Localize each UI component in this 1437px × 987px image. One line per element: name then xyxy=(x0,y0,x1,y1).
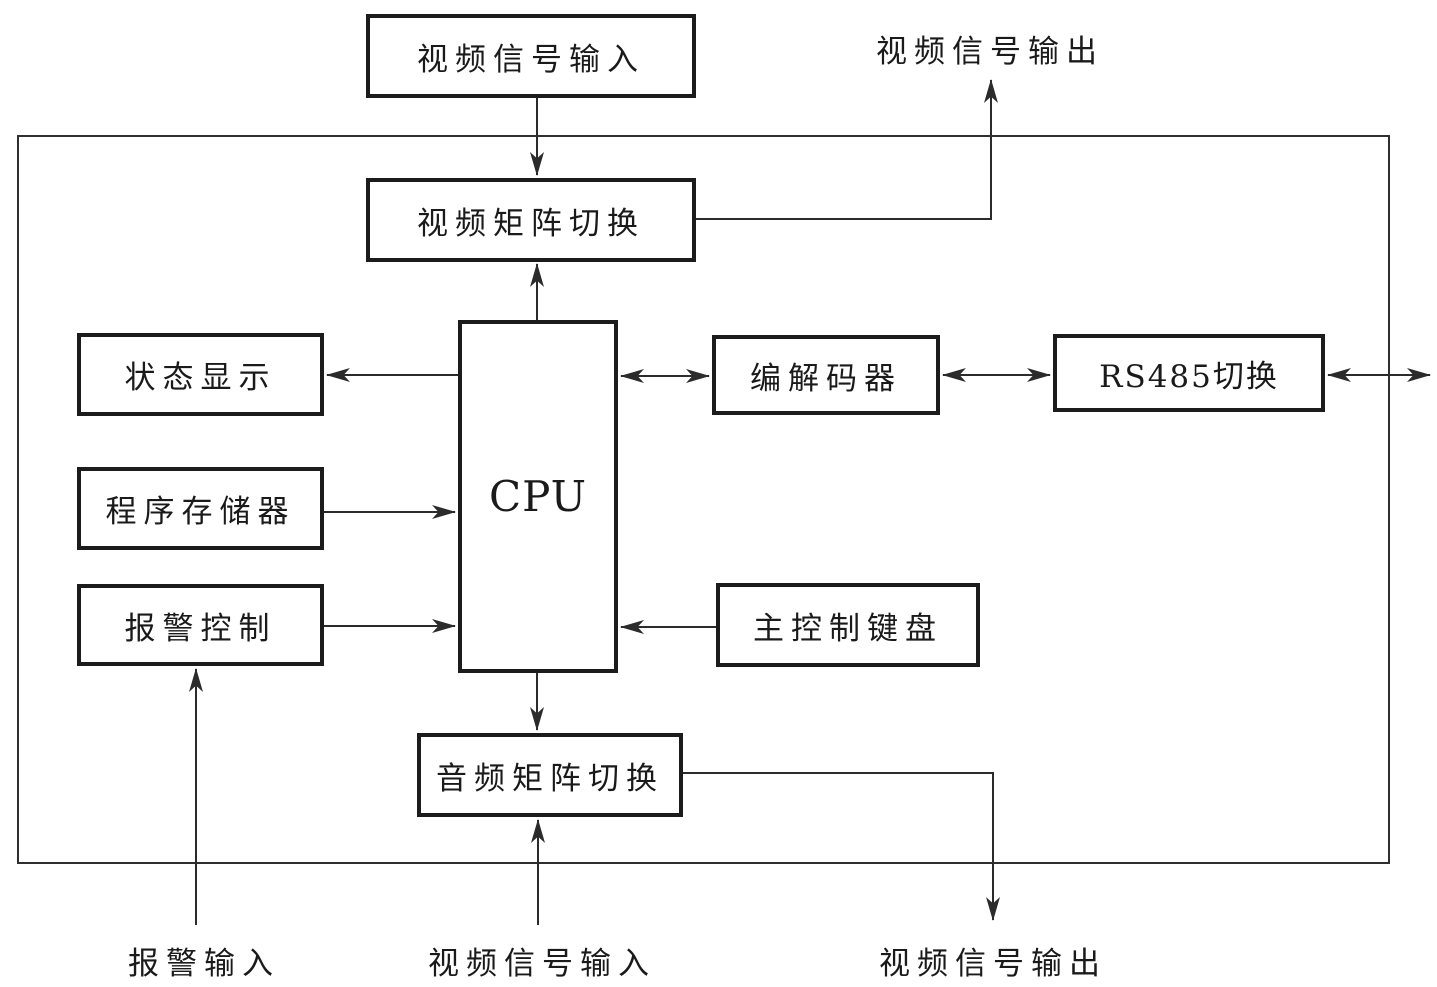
label-alarm-input-bottom: 报警输入 xyxy=(128,946,280,982)
node-audio-matrix-switch: 音频矩阵切换 xyxy=(417,733,683,817)
node-label: 程序存储器 xyxy=(105,494,296,530)
system-boundary-frame xyxy=(17,135,1390,864)
node-label: 编解码器 xyxy=(750,360,902,397)
node-codec: 编解码器 xyxy=(712,335,940,415)
node-label: 状态显示 xyxy=(124,360,277,396)
node-rs485-switch: RS485切换 xyxy=(1053,334,1325,412)
edge-audiomatrix-to-videoout-bottom xyxy=(683,772,1000,921)
node-status-display: 状态显示 xyxy=(77,333,324,416)
label-video-signal-output-bottom: 视频信号输出 xyxy=(879,946,1107,982)
node-label: 视频信号输入 xyxy=(417,41,645,78)
label-video-signal-output-top: 视频信号输出 xyxy=(876,34,1104,70)
node-label: CPU xyxy=(488,472,588,521)
node-cpu: CPU xyxy=(458,320,618,673)
edge-videomatrix-to-videoout-top xyxy=(696,79,998,220)
node-label: 主控制键盘 xyxy=(753,610,943,647)
node-label: RS485切换 xyxy=(1099,358,1279,395)
node-alarm-control: 报警控制 xyxy=(77,584,324,666)
node-label: 视频矩阵切换 xyxy=(417,205,645,242)
node-label: 报警控制 xyxy=(124,610,277,647)
node-video-signal-input-top: 视频信号输入 xyxy=(366,14,696,98)
node-video-matrix-switch: 视频矩阵切换 xyxy=(366,178,696,262)
node-label: 音频矩阵切换 xyxy=(436,760,664,797)
label-video-signal-input-bottom: 视频信号输入 xyxy=(428,946,656,982)
node-program-memory: 程序存储器 xyxy=(77,467,324,550)
node-main-control-keyboard: 主控制键盘 xyxy=(716,583,980,667)
